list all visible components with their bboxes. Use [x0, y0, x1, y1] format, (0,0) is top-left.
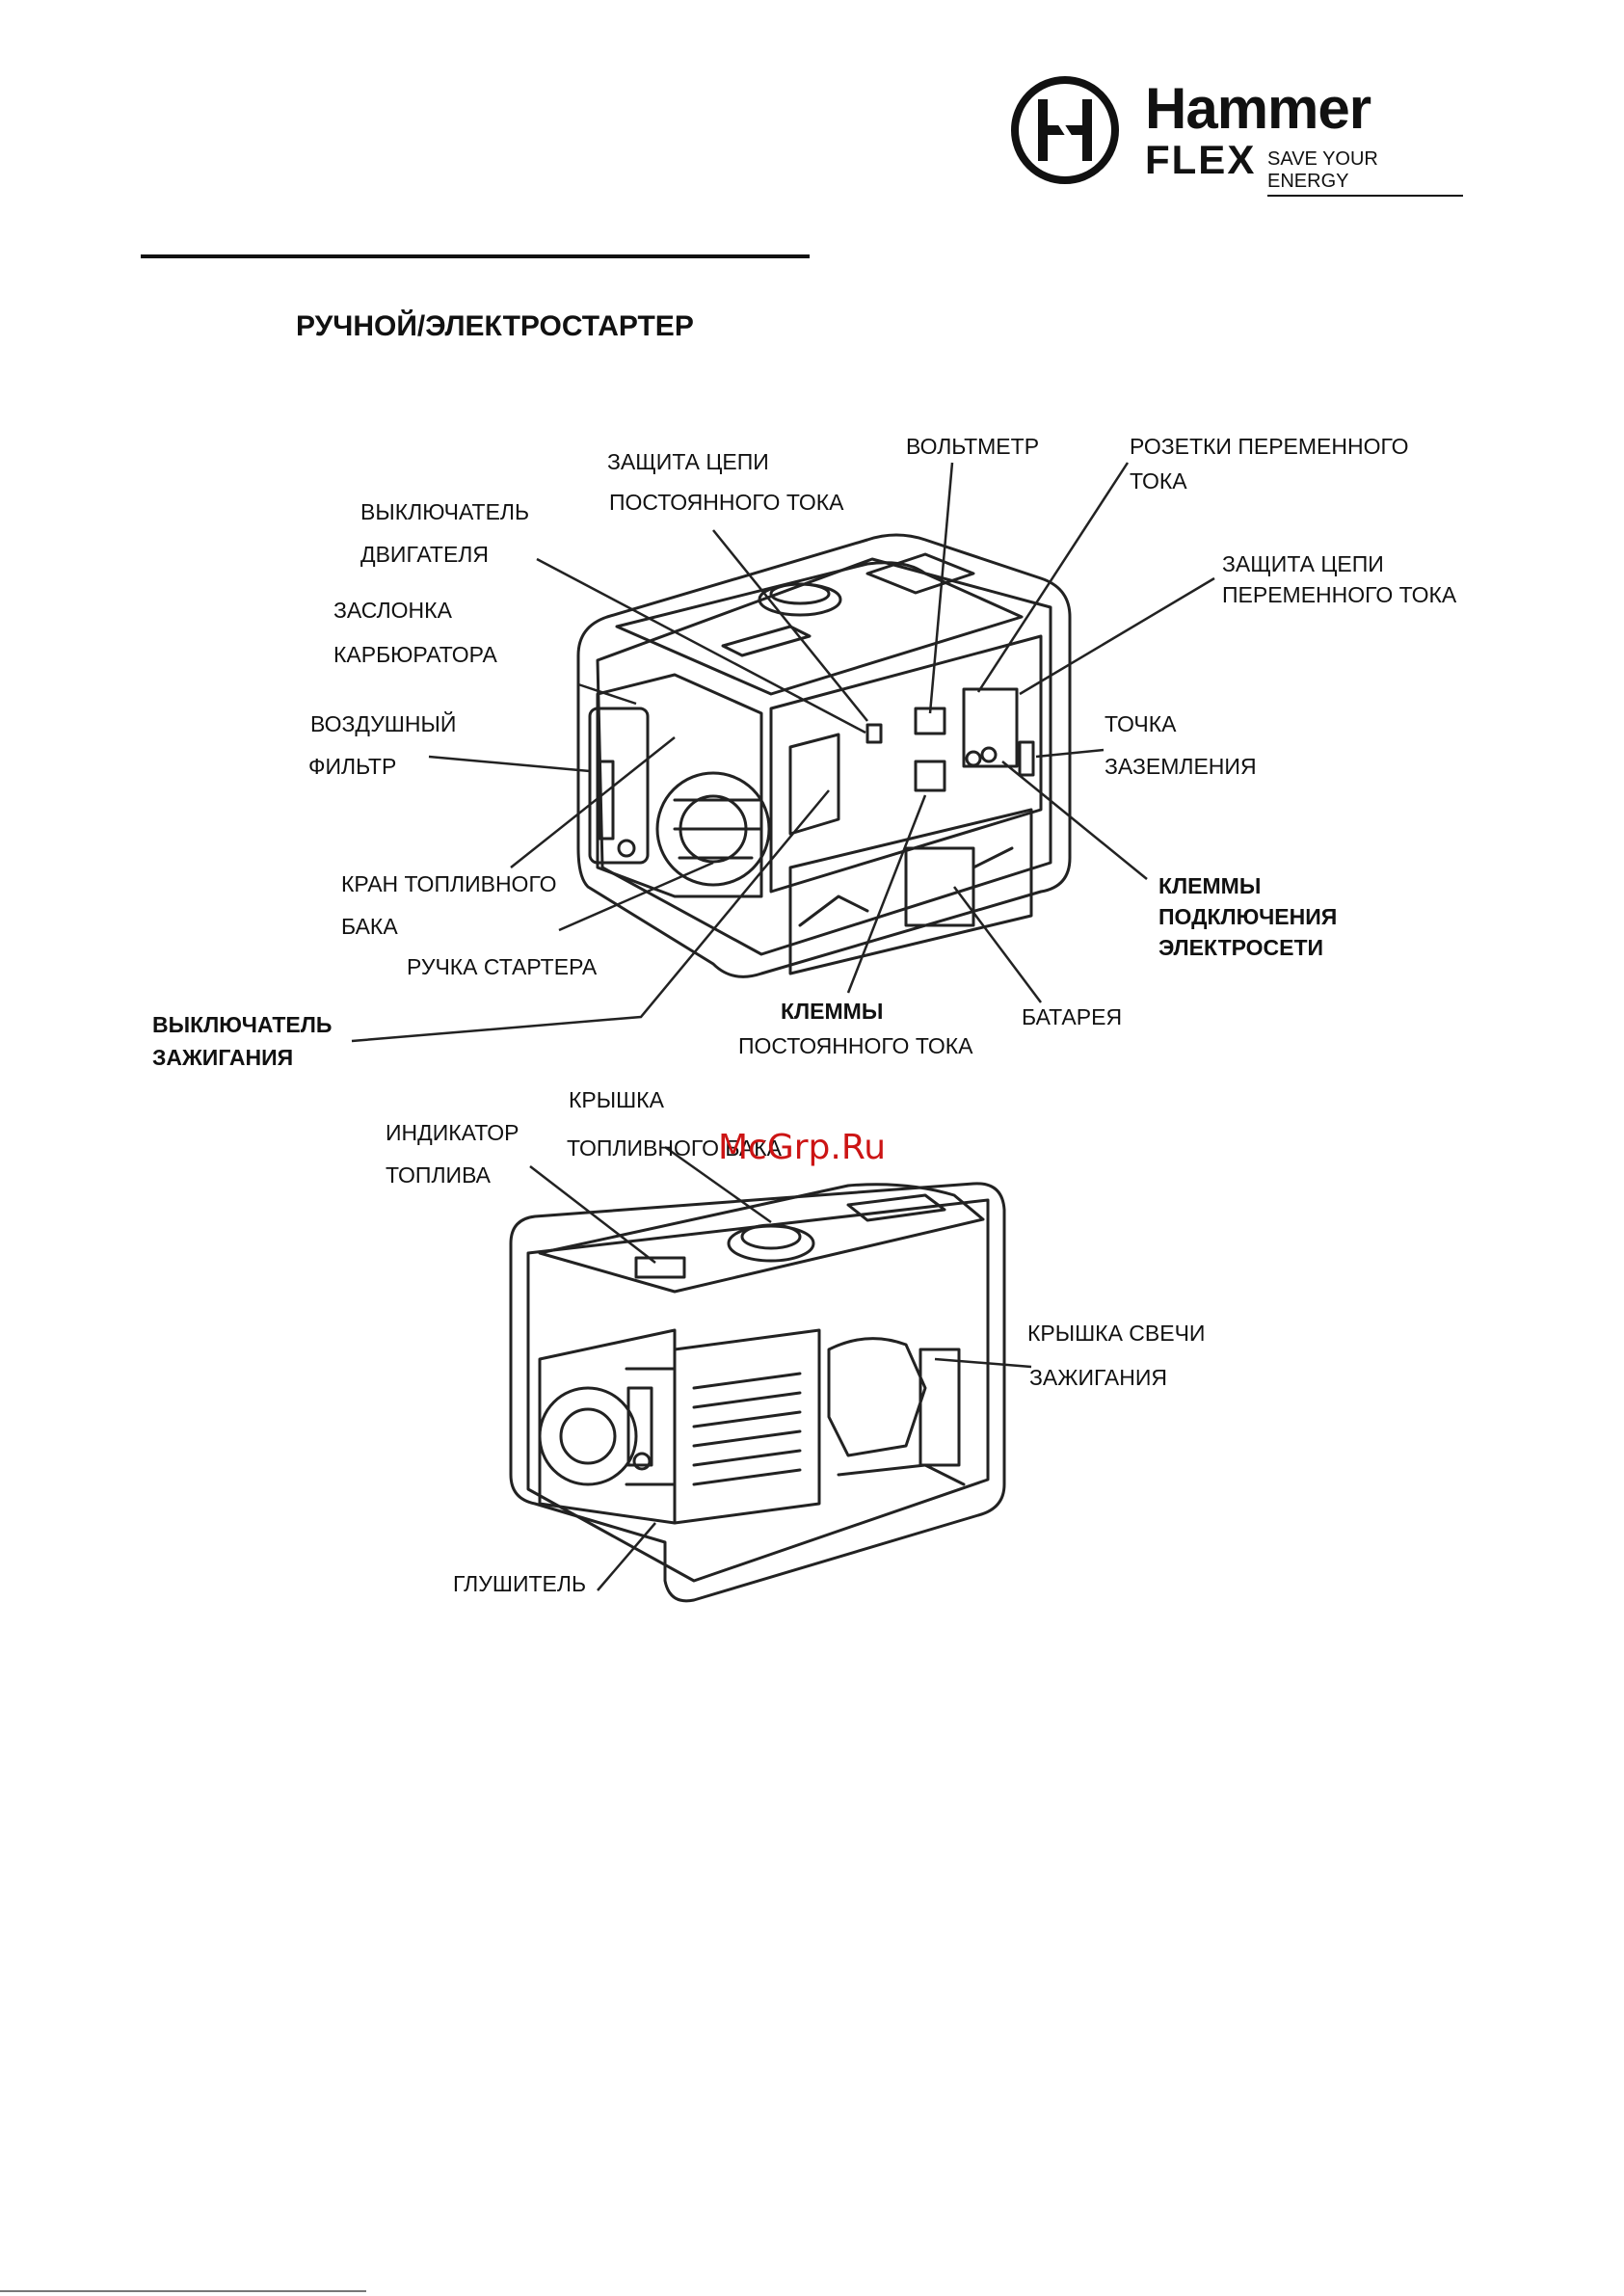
label-ground-2: ЗАЗЕМЛЕНИЯ: [1105, 754, 1257, 779]
label-ac-protect: ЗАЩИТА ЦЕПИ: [1222, 551, 1384, 576]
watermark: McGrp.Ru: [718, 1128, 887, 1167]
label-dc-terminals-2: ПОСТОЯННОГО ТОКА: [738, 1033, 973, 1058]
label-fuel-valve: КРАН ТОПЛИВНОГО: [341, 871, 557, 896]
label-air-filter: ВОЗДУШНЫЙ: [310, 711, 457, 736]
label-ac-protect-2: ПЕРЕМЕННОГО ТОКА: [1222, 582, 1457, 607]
hammer-emblem-icon: [1011, 76, 1119, 184]
label-voltmeter: ВОЛЬТМЕТР: [906, 434, 1040, 459]
brand-logo: Hammer FLEX SAVE YOUR ENERGY: [1010, 71, 1463, 197]
label-mains-terminals-3: ЭЛЕКТРОСЕТИ: [1158, 935, 1324, 960]
section-title: РУЧНОЙ/ЭЛЕКТРОСТАРТЕР: [296, 310, 694, 342]
label-ignition-switch: ВЫКЛЮЧАТЕЛЬ: [152, 1012, 333, 1037]
label-muffler: ГЛУШИТЕЛЬ: [453, 1571, 587, 1596]
label-fuel-gauge-2: ТОПЛИВА: [386, 1162, 491, 1188]
label-engine-switch-2: ДВИГАТЕЛЯ: [360, 542, 490, 567]
label-fuel-cap-2: ТОПЛИВНОГО БАКА: [567, 1135, 783, 1161]
label-choke: ЗАСЛОНКА: [333, 598, 452, 623]
label-ground: ТОЧКА: [1105, 711, 1177, 736]
label-spark-cap-2: ЗАЖИГАНИЯ: [1029, 1365, 1168, 1390]
label-mains-terminals: КЛЕММЫ: [1158, 873, 1262, 898]
label-engine-switch: ВЫКЛЮЧАТЕЛЬ: [360, 499, 530, 524]
label-mains-terminals-2: ПОДКЛЮЧЕНИЯ: [1158, 904, 1338, 929]
label-fuel-valve-2: БАКА: [341, 914, 398, 939]
label-starter-handle: РУЧКА СТАРТЕРА: [407, 954, 598, 979]
label-ac-sockets: РОЗЕТКИ ПЕРЕМЕННОГО: [1130, 434, 1409, 459]
label-dc-protect: ЗАЩИТА ЦЕПИ: [607, 449, 769, 474]
brand-tagline: SAVE YOUR ENERGY: [1267, 148, 1463, 197]
label-ignition-switch-2: ЗАЖИГАНИЯ: [152, 1045, 294, 1070]
generator-front-drawing: [0, 0, 1624, 1619]
brand-sub: FLEX: [1145, 137, 1257, 182]
generator-rear-drawing: [0, 0, 1624, 1639]
label-air-filter-2: ФИЛЬТР: [308, 754, 397, 779]
label-dc-terminals: КЛЕММЫ: [781, 999, 884, 1024]
label-dc-protect-2: ПОСТОЯННОГО ТОКА: [609, 490, 844, 515]
brand-name: Hammer: [1145, 76, 1371, 141]
label-ac-sockets-2: ТОКА: [1130, 468, 1187, 494]
label-spark-cap: КРЫШКА СВЕЧИ: [1027, 1321, 1206, 1346]
page-bottom-rule: [0, 2290, 366, 2292]
header-rule: [141, 254, 810, 258]
label-fuel-gauge: ИНДИКАТОР: [386, 1120, 519, 1145]
label-battery: БАТАРЕЯ: [1022, 1004, 1123, 1029]
label-fuel-cap: КРЫШКА: [569, 1087, 664, 1112]
label-choke-2: КАРБЮРАТОРА: [333, 642, 497, 667]
